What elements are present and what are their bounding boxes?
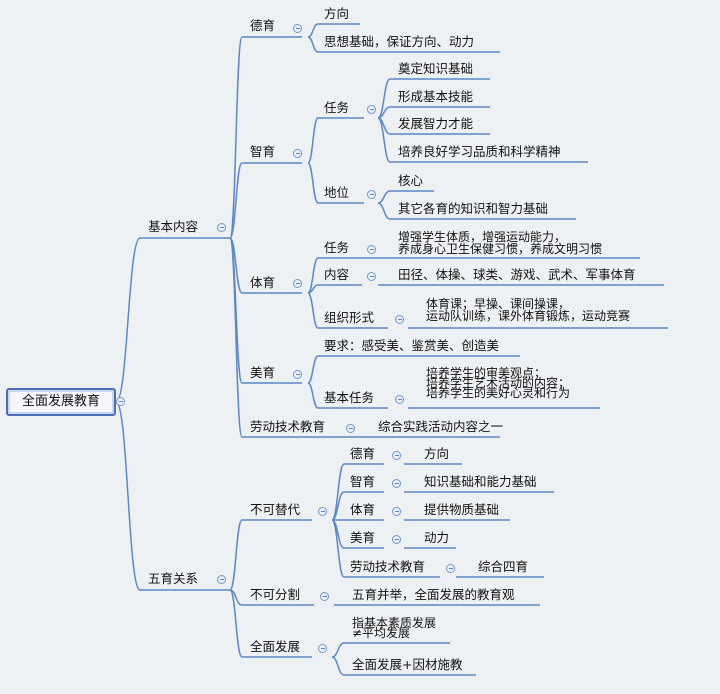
node-moral[interactable]: 德育 xyxy=(250,18,276,33)
collapse-icon[interactable] xyxy=(392,451,401,460)
node-intel-status-item[interactable]: 核心 xyxy=(398,173,424,188)
collapse-icon[interactable] xyxy=(293,149,302,158)
node-irreplaceable-key[interactable]: 体育 xyxy=(350,502,376,517)
collapse-icon[interactable] xyxy=(446,564,455,573)
collapse-icon[interactable] xyxy=(367,272,376,281)
collapse-icon[interactable] xyxy=(346,424,355,433)
collapse-icon[interactable] xyxy=(392,507,401,516)
node-irreplaceable-value[interactable]: 提供物质基础 xyxy=(424,502,500,517)
node-intel[interactable]: 智育 xyxy=(250,144,276,159)
collapse-icon[interactable] xyxy=(395,395,404,404)
node-labor[interactable]: 劳动技术教育 xyxy=(250,419,326,434)
node-intel-task-item[interactable]: 发展智力才能 xyxy=(398,116,474,131)
node-intel-task-item[interactable]: 培养良好学习品质和科学精神 xyxy=(398,144,561,159)
collapse-icon[interactable] xyxy=(320,592,329,601)
node-intel-status-item[interactable]: 其它各育的知识和智力基础 xyxy=(398,201,549,216)
node-moral-item[interactable]: 方向 xyxy=(324,6,350,21)
node-irreplaceable-key[interactable]: 劳动技术教育 xyxy=(350,559,426,574)
node-pe-content-item[interactable]: 田径、体操、球类、游戏、武术、军事体育 xyxy=(398,267,636,282)
node-full[interactable]: 全面发展 xyxy=(250,639,301,654)
collapse-icon[interactable] xyxy=(395,315,404,324)
collapse-icon[interactable] xyxy=(116,397,125,406)
collapse-icon[interactable] xyxy=(367,105,376,114)
node-aesthetic[interactable]: 美育 xyxy=(250,365,276,380)
node-full-item[interactable]: 指基本素质发展 ≠平均发展 xyxy=(352,616,437,640)
node-relation[interactable]: 五育关系 xyxy=(148,571,199,586)
root-node[interactable]: 全面发展教育 xyxy=(6,388,116,416)
collapse-icon[interactable] xyxy=(217,223,226,232)
node-pe-content[interactable]: 内容 xyxy=(324,267,350,282)
node-irreplaceable-value[interactable]: 知识基础和能力基础 xyxy=(424,474,537,489)
node-intel-status[interactable]: 地位 xyxy=(324,185,350,200)
node-pe[interactable]: 体育 xyxy=(250,275,276,290)
collapse-icon[interactable] xyxy=(293,370,302,379)
node-irreplaceable-value[interactable]: 方向 xyxy=(424,446,450,461)
collapse-icon[interactable] xyxy=(392,479,401,488)
node-pe-org-item[interactable]: 体育课；早操、课间操课， 运动队训练，课外体育锻炼，运动竞赛 xyxy=(426,297,631,323)
node-basic-content[interactable]: 基本内容 xyxy=(148,219,199,234)
node-irreplaceable-value[interactable]: 动力 xyxy=(424,530,450,545)
node-aesthetic-require[interactable]: 要求：感受美、鉴赏美、创造美 xyxy=(324,338,500,353)
node-aesthetic-task-item[interactable]: 培养学生的审美观点； 培养学生艺术活动的内容； 培养学生的美好心灵和行为 xyxy=(426,366,571,400)
collapse-icon[interactable] xyxy=(293,24,302,33)
node-inseparable[interactable]: 不可分割 xyxy=(250,587,301,602)
node-pe-task-item[interactable]: 增强学生体质，增强运动能力， 养成身心卫生保健习惯，养成文明习惯 xyxy=(398,230,603,256)
node-aesthetic-task[interactable]: 基本任务 xyxy=(324,390,375,405)
node-intel-task[interactable]: 任务 xyxy=(324,100,350,115)
collapse-icon[interactable] xyxy=(318,644,327,653)
node-irreplaceable-key[interactable]: 德育 xyxy=(350,446,376,461)
collapse-icon[interactable] xyxy=(293,279,302,288)
node-irreplaceable-value[interactable]: 综合四育 xyxy=(478,559,529,574)
node-moral-item[interactable]: 思想基础，保证方向、动力 xyxy=(324,34,475,49)
node-full-item[interactable]: 全面发展+因材施教 xyxy=(352,657,463,672)
node-intel-task-item[interactable]: 奠定知识基础 xyxy=(398,61,474,76)
node-pe-org[interactable]: 组织形式 xyxy=(324,310,375,325)
node-intel-task-item[interactable]: 形成基本技能 xyxy=(398,89,474,104)
node-irreplaceable[interactable]: 不可替代 xyxy=(250,502,301,517)
node-inseparable-item[interactable]: 五育并举，全面发展的教育观 xyxy=(352,587,515,602)
collapse-icon[interactable] xyxy=(367,245,376,254)
node-irreplaceable-key[interactable]: 美育 xyxy=(350,530,376,545)
collapse-icon[interactable] xyxy=(217,575,226,584)
collapse-icon[interactable] xyxy=(392,535,401,544)
collapse-icon[interactable] xyxy=(367,190,376,199)
node-irreplaceable-key[interactable]: 智育 xyxy=(350,474,376,489)
collapse-icon[interactable] xyxy=(318,507,327,516)
node-labor-item[interactable]: 综合实践活动内容之一 xyxy=(378,419,504,434)
node-pe-task[interactable]: 任务 xyxy=(324,240,350,255)
